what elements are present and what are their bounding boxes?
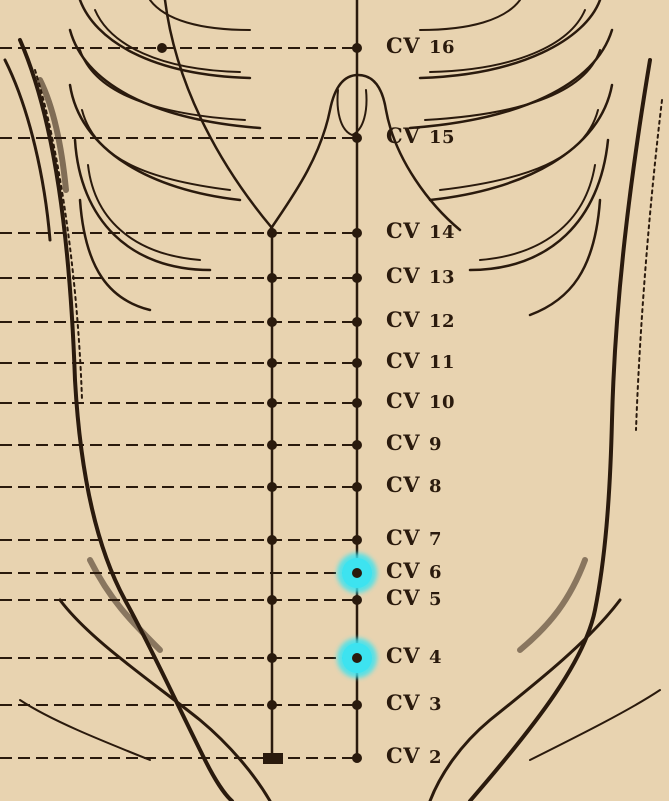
acupoint-label: CV 10 <box>386 388 455 413</box>
acupoint-label-number: 2 <box>429 747 442 768</box>
acupoint-label: CV 13 <box>386 263 455 288</box>
acupoint-label: CV 15 <box>386 123 455 148</box>
acupoint-dot <box>352 595 362 605</box>
acupoint-label: CV 4 <box>386 643 442 668</box>
acupoint-label-number: 14 <box>429 222 455 243</box>
acupoint-dot <box>352 358 362 368</box>
acupoint-label-prefix: CV <box>386 307 420 332</box>
side-point-dot <box>267 482 277 492</box>
side-point-dot <box>267 273 277 283</box>
acupoint-label-prefix: CV <box>386 33 420 58</box>
acupoint-dot <box>352 317 362 327</box>
acupoint-dot <box>352 228 362 238</box>
acupoint-dot <box>352 535 362 545</box>
side-endpoint-marker <box>263 753 283 764</box>
side-point-dot <box>267 653 277 663</box>
side-point-dot <box>267 700 277 710</box>
acupoint-label: CV 7 <box>386 525 442 550</box>
side-point-dot <box>267 535 277 545</box>
acupoint-dot <box>352 753 362 763</box>
acupoint-label-number: 5 <box>429 589 442 610</box>
side-point-dot <box>267 228 277 238</box>
acupoint-dot <box>352 398 362 408</box>
acupoint-label-number: 12 <box>429 311 455 332</box>
acupoint-label: CV 8 <box>386 472 442 497</box>
acupoint-label-number: 11 <box>429 352 455 373</box>
acupoint-dot <box>352 568 362 578</box>
acupoint-dot <box>352 273 362 283</box>
acupoint-label-number: 4 <box>429 647 442 668</box>
acupoint-dot <box>352 440 362 450</box>
acupoint-label-number: 15 <box>429 127 455 148</box>
side-point-dot <box>267 440 277 450</box>
acupoint-label-prefix: CV <box>386 690 420 715</box>
acupoint-label-number: 3 <box>429 694 442 715</box>
side-point-dot <box>267 317 277 327</box>
acupoint-label-number: 8 <box>429 476 442 497</box>
side-point-dot <box>157 43 167 53</box>
acupoint-label: CV 9 <box>386 430 442 455</box>
acupoint-label-number: 6 <box>429 562 442 583</box>
acupoint-dot <box>352 700 362 710</box>
acupoint-label-number: 13 <box>429 267 455 288</box>
acupoint-label: CV 2 <box>386 743 442 768</box>
acupoint-label-number: 7 <box>429 529 442 550</box>
acupoint-label: CV 5 <box>386 585 442 610</box>
acupoint-label-prefix: CV <box>386 643 420 668</box>
acupoint-dot <box>352 482 362 492</box>
acupoint-label: CV 16 <box>386 33 455 58</box>
acupoint-label-prefix: CV <box>386 472 420 497</box>
acupoint-label: CV 6 <box>386 558 442 583</box>
acupoint-label-prefix: CV <box>386 218 420 243</box>
acupoint-label-prefix: CV <box>386 743 420 768</box>
acupoint-label-prefix: CV <box>386 585 420 610</box>
acupoint-label-prefix: CV <box>386 348 420 373</box>
acupoint-label-prefix: CV <box>386 263 420 288</box>
acupoint-label: CV 12 <box>386 307 455 332</box>
side-point-dot <box>267 358 277 368</box>
side-point-dot <box>267 398 277 408</box>
acupoint-label: CV 14 <box>386 218 455 243</box>
acupoint-label: CV 11 <box>386 348 455 373</box>
acupoint-label-number: 9 <box>429 434 442 455</box>
acupoint-dot <box>352 653 362 663</box>
acupoint-dot <box>352 133 362 143</box>
acupoint-label-number: 10 <box>429 392 455 413</box>
anatomy-outline <box>5 0 662 801</box>
acupoint-label-prefix: CV <box>386 525 420 550</box>
acupoint-label-prefix: CV <box>386 558 420 583</box>
acupoint-label-prefix: CV <box>386 388 420 413</box>
acupoint-label-number: 16 <box>429 37 455 58</box>
acupoint-dot <box>352 43 362 53</box>
acupoint-label-prefix: CV <box>386 123 420 148</box>
acupoint-label: CV 3 <box>386 690 442 715</box>
acupoint-label-prefix: CV <box>386 430 420 455</box>
side-point-dot <box>267 595 277 605</box>
